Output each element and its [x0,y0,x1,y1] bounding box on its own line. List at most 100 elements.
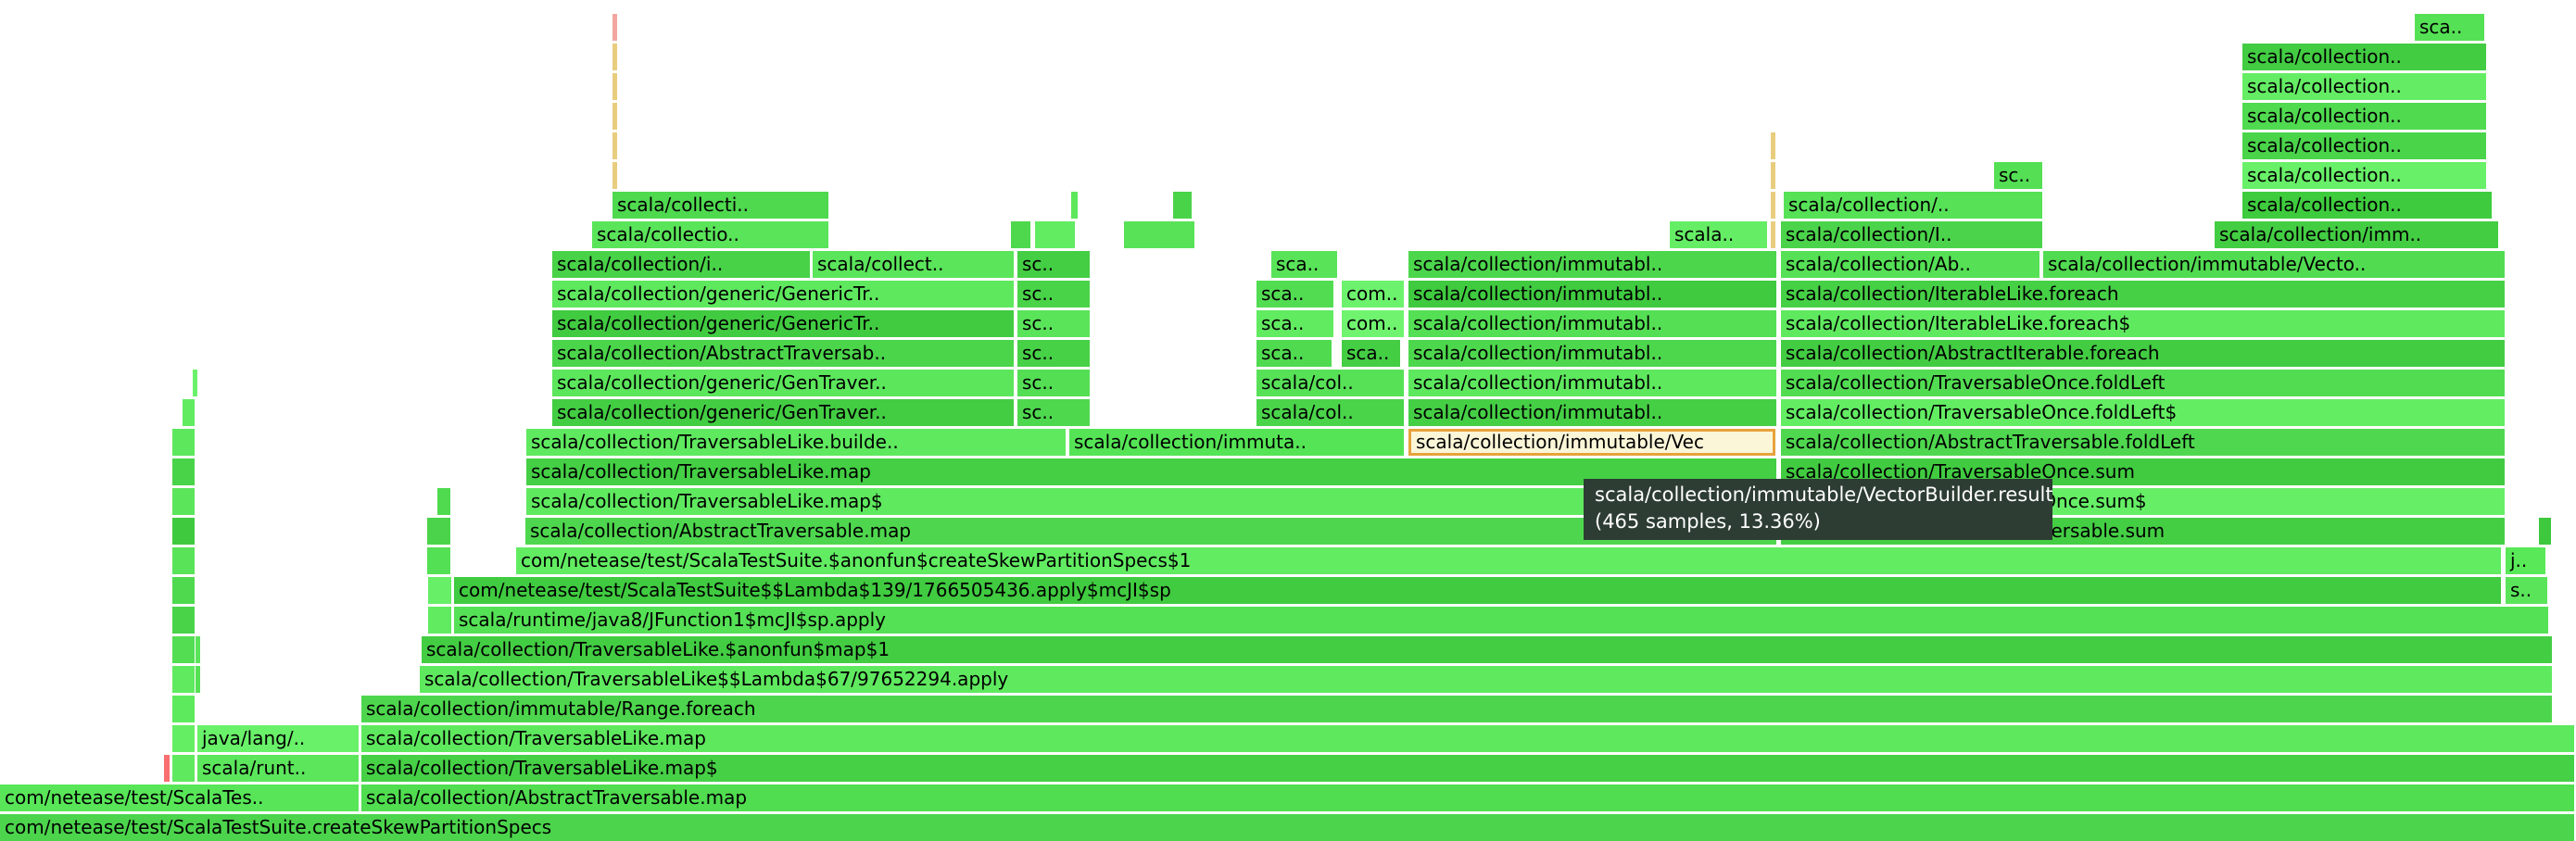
flame-frame[interactable] [612,132,617,159]
flame-frame[interactable]: scala/collection/AbstractTraversable.map [525,518,1776,545]
flame-frame[interactable]: scala/collection.. [2242,162,2486,189]
flame-frame[interactable] [437,488,450,515]
flame-frame[interactable]: com/netease/test/ScalaTestSuite$$Lambda$… [454,577,2501,604]
flame-frame[interactable]: scala/collection/immutabl.. [1408,310,1776,337]
flame-frame[interactable]: scala/collecti.. [612,192,828,219]
flame-frame[interactable] [612,14,617,41]
flame-frame[interactable]: com.. [1342,281,1404,308]
flame-frame[interactable]: scala/collection/immutabl.. [1408,281,1776,308]
flame-frame[interactable]: sca.. [1271,251,1337,278]
flame-frame[interactable]: scala/collection/i.. [552,251,810,278]
flame-frame[interactable]: scala/col.. [1256,370,1404,396]
flame-frame[interactable] [1173,192,1192,219]
flame-frame[interactable]: scala/collection/TraversableOnce.sum [1781,458,2505,485]
flame-frame[interactable]: sc.. [1017,281,1090,308]
flame-frame[interactable]: sc.. [1017,310,1090,337]
flame-frame[interactable] [612,44,617,70]
flame-frame[interactable] [172,607,195,634]
flame-frame[interactable]: com/netease/test/ScalaTes.. [0,785,359,811]
flame-frame[interactable]: scala/col.. [1256,399,1404,426]
flame-frame[interactable]: scala/collection/I.. [1781,221,2042,248]
flame-frame[interactable]: scala/collection/AbstractTraversable.fol… [1781,429,2505,456]
flame-frame[interactable] [428,577,451,604]
flame-frame[interactable]: j.. [2506,547,2545,574]
flame-frame[interactable]: scala/collection/TraversableLike.$anonfu… [422,636,2552,663]
flame-frame[interactable] [427,547,450,574]
flame-frame[interactable] [172,458,195,485]
flame-frame[interactable]: scala/collection/TraversableOnce.foldLef… [1781,370,2505,396]
flame-frame[interactable] [427,518,450,545]
flame-frame[interactable]: scala/collection.. [2242,44,2486,70]
flame-frame[interactable]: scala/collection/TraversableLike.map [526,458,1776,485]
flame-frame[interactable] [1771,192,1775,219]
flame-frame[interactable] [428,607,451,634]
flame-frame[interactable] [164,755,170,782]
flame-frame[interactable]: scala/collection.. [2242,192,2492,219]
flame-frame[interactable]: scala/collection/imm.. [2215,221,2498,248]
flame-frame[interactable] [1035,221,1075,248]
flame-frame[interactable] [183,399,195,426]
flame-frame[interactable]: sc.. [1017,399,1090,426]
flame-frame[interactable]: scala/collection/IterableLike.foreach$ [1781,310,2505,337]
flame-frame[interactable]: scala/collection/generic/GenTraver.. [552,370,1014,396]
flame-frame[interactable] [196,636,200,663]
flame-frame[interactable]: sc.. [1017,340,1090,367]
flame-frame[interactable] [1124,221,1194,248]
flame-frame[interactable]: sca.. [2415,14,2484,41]
flame-frame[interactable] [1771,132,1775,159]
flame-frame[interactable]: scala/collection/generic/GenericTr.. [552,281,1014,308]
flame-frame[interactable] [1771,221,1775,248]
flame-frame[interactable] [193,370,197,396]
flame-frame[interactable] [172,666,195,693]
flame-frame[interactable] [196,666,200,693]
flame-frame[interactable]: scala/collection/TraversableLike$$Lambda… [420,666,2552,693]
flame-frame[interactable]: sc.. [1017,370,1090,396]
flame-frame[interactable]: scala/collection/TraversableLike.builde.… [526,429,1066,456]
flame-frame[interactable]: scala/collection/TraversableOnce.foldLef… [1781,399,2505,426]
flame-frame[interactable] [612,103,617,130]
flame-frame[interactable]: scala/collection/immutabl.. [1408,251,1776,278]
flame-frame[interactable]: java/lang/.. [197,725,359,752]
flame-frame[interactable]: com.. [1342,310,1404,337]
flame-frame[interactable]: com/netease/test/ScalaTestSuite.$anonfun… [516,547,2501,574]
flame-frame[interactable] [612,162,617,189]
flame-frame[interactable]: sca.. [1256,281,1333,308]
flame-frame[interactable]: scala.. [1670,221,1767,248]
flame-frame[interactable]: scala/collection.. [2242,103,2486,130]
flame-frame[interactable]: scala/collection/immutabl.. [1408,370,1776,396]
flame-frame[interactable]: sca.. [1256,340,1332,367]
flame-frame[interactable] [2539,518,2551,545]
flame-frame[interactable]: scala/collectio.. [592,221,828,248]
flame-frame[interactable]: scala/collection/AbstractIterable.foreac… [1781,340,2505,367]
flame-frame[interactable]: scala/collection/AbstractTraversab.. [552,340,1014,367]
flame-frame[interactable]: scala/collection/TraversableLike.map$ [361,755,2574,782]
flame-frame[interactable]: sc.. [1017,251,1090,278]
flame-frame[interactable]: scala/collection/.. [1784,192,2042,219]
flame-frame[interactable]: scala/collection/immutabl.. [1408,340,1776,367]
flame-frame[interactable] [172,429,195,456]
flame-frame[interactable]: com/netease/test/ScalaTestSuite.createSk… [0,814,2574,841]
flame-frame[interactable]: scala/collection/immutable/Vecto.. [2043,251,2505,278]
flame-frame[interactable]: scala/collection/TraversableLike.map$ [526,488,1776,515]
flame-frame[interactable]: sc.. [1994,162,2042,189]
flame-frame[interactable]: scala/runtime/java8/JFunction1$mcJI$sp.a… [454,607,2548,634]
flame-frame[interactable] [172,488,195,515]
flame-frame[interactable] [172,696,195,722]
flame-frame[interactable] [172,725,195,752]
flame-frame[interactable] [1011,221,1030,248]
flame-frame[interactable]: scala/collection/immuta.. [1069,429,1404,456]
flame-frame[interactable]: scala/collection/immutabl.. [1408,399,1776,426]
flame-frame[interactable] [1071,192,1078,219]
flame-frame[interactable]: sca.. [1342,340,1400,367]
flame-frame[interactable] [1771,162,1775,189]
flame-frame[interactable] [172,518,195,545]
flame-frame[interactable]: scala/collection/TraversableLike.map [361,725,2574,752]
flame-frame[interactable]: scala/collect.. [813,251,1014,278]
flame-frame[interactable]: scala/runt.. [197,755,359,782]
flame-frame[interactable]: s.. [2506,577,2547,604]
flame-frame-highlighted[interactable]: scala/collection/immutable/Vec [1408,429,1775,456]
flame-frame[interactable]: scala/collection/IterableLike.foreach [1781,281,2505,308]
flame-frame[interactable]: scala/collection/generic/GenericTr.. [552,310,1014,337]
flame-frame[interactable]: scala/collection/Ab.. [1781,251,2039,278]
